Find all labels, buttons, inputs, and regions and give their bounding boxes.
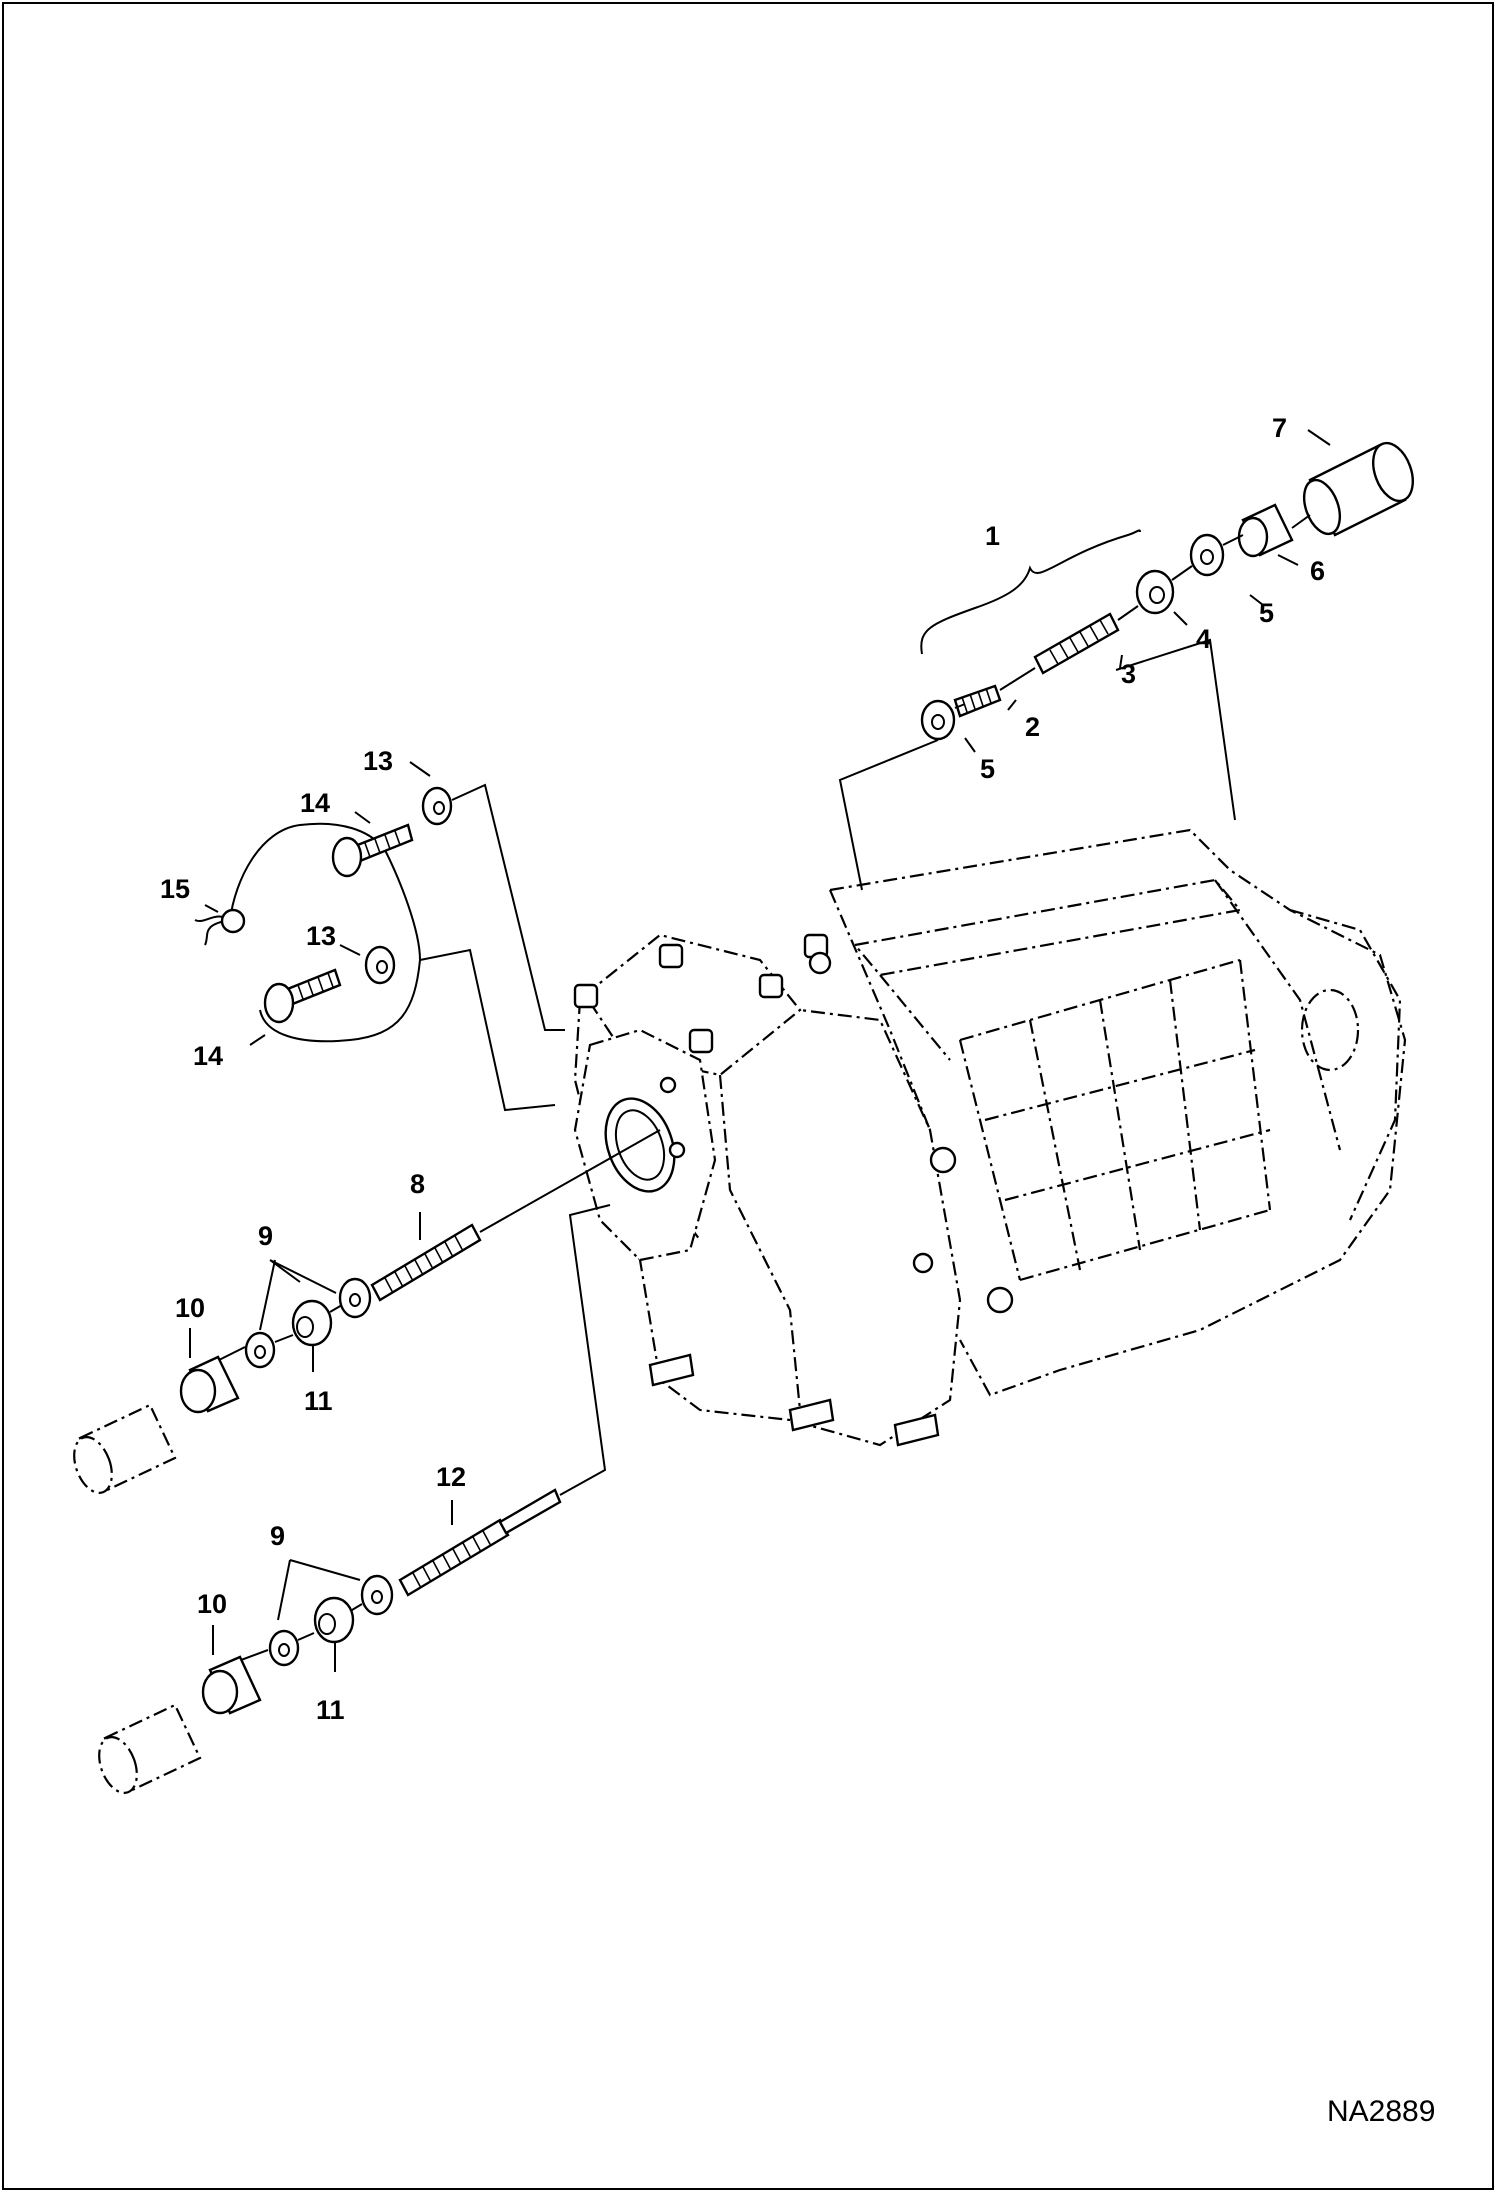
callout-8: 8	[410, 1169, 425, 1199]
nut-13-upper	[421, 786, 453, 826]
callout-15: 15	[160, 874, 190, 904]
callout-13-upper: 13	[363, 746, 393, 776]
callout-2: 2	[1025, 712, 1040, 742]
rod-12	[398, 1488, 562, 1597]
callout-10-upper: 10	[175, 1293, 205, 1323]
washer-9-upper-b	[244, 1331, 276, 1369]
cover-bolt	[573, 933, 829, 1054]
transmission-housing	[573, 828, 1407, 1447]
rod-8	[370, 1223, 482, 1302]
callout-10-lower: 10	[197, 1589, 227, 1619]
figure-id: NA2889	[1327, 2095, 1435, 2128]
callout-12: 12	[436, 1462, 466, 1492]
washer-9-upper	[338, 1277, 372, 1319]
callout-3: 3	[1121, 659, 1136, 689]
washer-9-lower-b	[268, 1629, 300, 1667]
callout-13-lower: 13	[306, 921, 336, 951]
boot-upper-phantom	[73, 1403, 177, 1494]
washer-5-upper	[1189, 533, 1225, 577]
callout-9-lower: 9	[270, 1521, 285, 1551]
washer-5-lower	[920, 699, 956, 741]
callout-7: 7	[1272, 413, 1287, 443]
callout-6: 6	[1310, 556, 1325, 586]
cap-nut-10-lower	[201, 1655, 262, 1715]
wire-seal-15	[220, 908, 246, 934]
callout-11-upper: 11	[304, 1386, 333, 1416]
bolt-14-upper	[331, 823, 414, 878]
callout-5-upper: 5	[1259, 598, 1274, 628]
callout-14-lower: 14	[193, 1041, 223, 1071]
boot-lower-phantom	[98, 1703, 202, 1794]
callout-1: 1	[985, 521, 1000, 551]
callout-14-upper: 14	[300, 788, 330, 818]
nut-11-lower	[313, 1596, 355, 1644]
callout-4: 4	[1196, 624, 1211, 654]
nut-4	[1135, 569, 1175, 615]
stud	[648, 1353, 940, 1447]
callout-5-lower: 5	[980, 754, 995, 784]
callout-9-upper: 9	[258, 1221, 273, 1251]
nut-13-lower	[364, 945, 396, 985]
stud-2	[953, 684, 1002, 718]
rod-3	[1033, 612, 1120, 675]
washer-9-lower	[360, 1574, 394, 1616]
bolt-14-lower	[263, 968, 342, 1024]
nut-11-upper	[291, 1299, 333, 1347]
cap-nut-10-upper	[179, 1355, 240, 1414]
callout-11-lower: 11	[316, 1695, 345, 1725]
boot-7	[1302, 441, 1414, 537]
bracket-group-1	[920, 529, 1141, 655]
cap-nut-6	[1237, 503, 1294, 558]
